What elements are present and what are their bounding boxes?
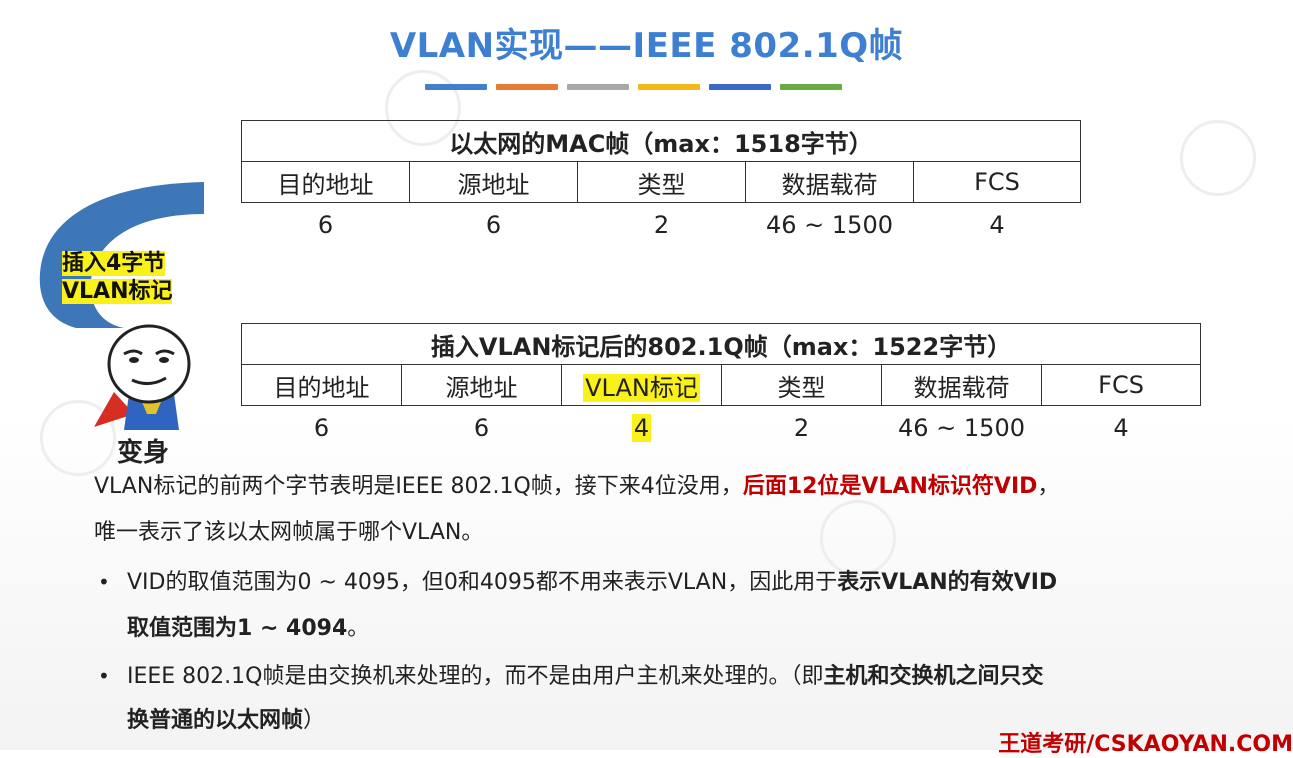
- insert-label-line1: 插入4字节: [62, 251, 166, 276]
- bullet-2-bold: 主机和交换机之间只交: [823, 664, 1044, 689]
- field-fcs: FCS: [1040, 364, 1202, 406]
- dot1q-frame-table: 插入VLAN标记后的802.1Q帧（max：1522字节） 目的地址 源地址 V…: [240, 323, 1202, 451]
- superman-meme-icon: [94, 324, 191, 430]
- bullet-1-cont: 。: [347, 616, 370, 641]
- bullet-2-line-2: 换普通的以太网帧）: [127, 706, 325, 736]
- size-src-address: 6: [485, 211, 502, 239]
- watermark-logo: [1180, 120, 1256, 196]
- field-vlan-tag: VLAN标记: [561, 364, 722, 406]
- field-src-address: 源地址: [401, 364, 562, 406]
- size-type: 2: [653, 211, 670, 239]
- size-payload: 46 ~ 1500: [898, 414, 1025, 442]
- explanation-text: VLAN标记的前两个字节表明是IEEE 802.1Q帧，接下来4位没用，: [94, 474, 743, 499]
- color-bar-segment: [425, 84, 487, 90]
- page-title: VLAN实现——IEEE 802.1Q帧: [389, 26, 904, 66]
- bullet-1-text: VID的取值范围为0 ~ 4095，但0和4095都不用来表示VLAN，因此用于: [127, 570, 838, 595]
- mac-frame-table: 以太网的MAC帧（max：1518字节） 目的地址 源地址 类型 数据载荷 FC…: [240, 120, 1082, 247]
- watermark-logo: [40, 400, 116, 476]
- field-dest-address: 目的地址: [241, 364, 402, 406]
- bullet-1-bold: 表示VLAN的有效VID: [837, 570, 1058, 595]
- bullet-1-line-2: 取值范围为1 ~ 4094。: [127, 614, 369, 644]
- field-dest-address: 目的地址: [241, 161, 410, 203]
- footer-brand: 王道考研/CSKAOYAN.COM: [998, 732, 1293, 757]
- field-payload: 数据载荷: [745, 161, 914, 203]
- field-type: 类型: [721, 364, 882, 406]
- bullet-1-line-1: VID的取值范围为0 ~ 4095，但0和4095都不用来表示VLAN，因此用于…: [127, 568, 1057, 598]
- field-fcs: FCS: [912, 161, 1082, 203]
- size-src-address: 6: [473, 414, 490, 442]
- bullet-2-cont: ）: [303, 708, 326, 733]
- bullet-2-line-1: IEEE 802.1Q帧是由交换机来处理的，而不是由用户主机来处理的。（即主机和…: [127, 662, 1044, 692]
- explanation-line-1: VLAN标记的前两个字节表明是IEEE 802.1Q帧，接下来4位没用，后面12…: [94, 472, 1059, 502]
- bullet-1-cont-bold: 取值范围为1 ~ 4094: [127, 616, 348, 641]
- explanation-line-2: 唯一表示了该以太网帧属于哪个VLAN。: [94, 520, 484, 545]
- dot1q-frame-header: 插入VLAN标记后的802.1Q帧（max：1522字节）: [240, 323, 1202, 365]
- field-payload: 数据载荷: [881, 364, 1042, 406]
- field-src-address: 源地址: [409, 161, 578, 203]
- field-type: 类型: [577, 161, 746, 203]
- color-bar-segment: [567, 84, 629, 90]
- bullet-2-cont-bold: 换普通的以太网帧: [127, 708, 304, 733]
- bullet-icon: •: [98, 664, 110, 688]
- insert-vlan-label: 插入4字节 VLAN标记: [62, 250, 173, 306]
- color-bar-segment: [780, 84, 842, 90]
- vlan-tag-highlight: VLAN标记: [583, 373, 700, 402]
- explanation-red-text: 后面12位是VLAN标识符VID: [742, 474, 1038, 499]
- size-dest-address: 6: [317, 211, 334, 239]
- meme-caption: 变身: [117, 438, 170, 468]
- size-fcs: 4: [1113, 414, 1129, 442]
- vlan-size-highlight: 4: [631, 414, 652, 442]
- color-bar-segment: [496, 84, 558, 90]
- size-payload: 46 ~ 1500: [766, 211, 893, 239]
- size-fcs: 4: [989, 211, 1005, 239]
- mac-frame-header: 以太网的MAC帧（max：1518字节）: [240, 120, 1082, 162]
- color-bar-segment: [638, 84, 700, 90]
- size-dest-address: 6: [313, 414, 330, 442]
- size-vlan-tag: 4: [562, 406, 722, 451]
- watermark-logo: [820, 500, 896, 576]
- color-bar-segment: [709, 84, 771, 90]
- size-type: 2: [793, 414, 810, 442]
- explanation-punct: ，: [1037, 474, 1060, 499]
- insert-label-line2: VLAN标记: [62, 279, 173, 304]
- bullet-2-text: IEEE 802.1Q帧是由交换机来处理的，而不是由用户主机来处理的。（即: [127, 664, 824, 689]
- bullet-icon: •: [98, 570, 110, 594]
